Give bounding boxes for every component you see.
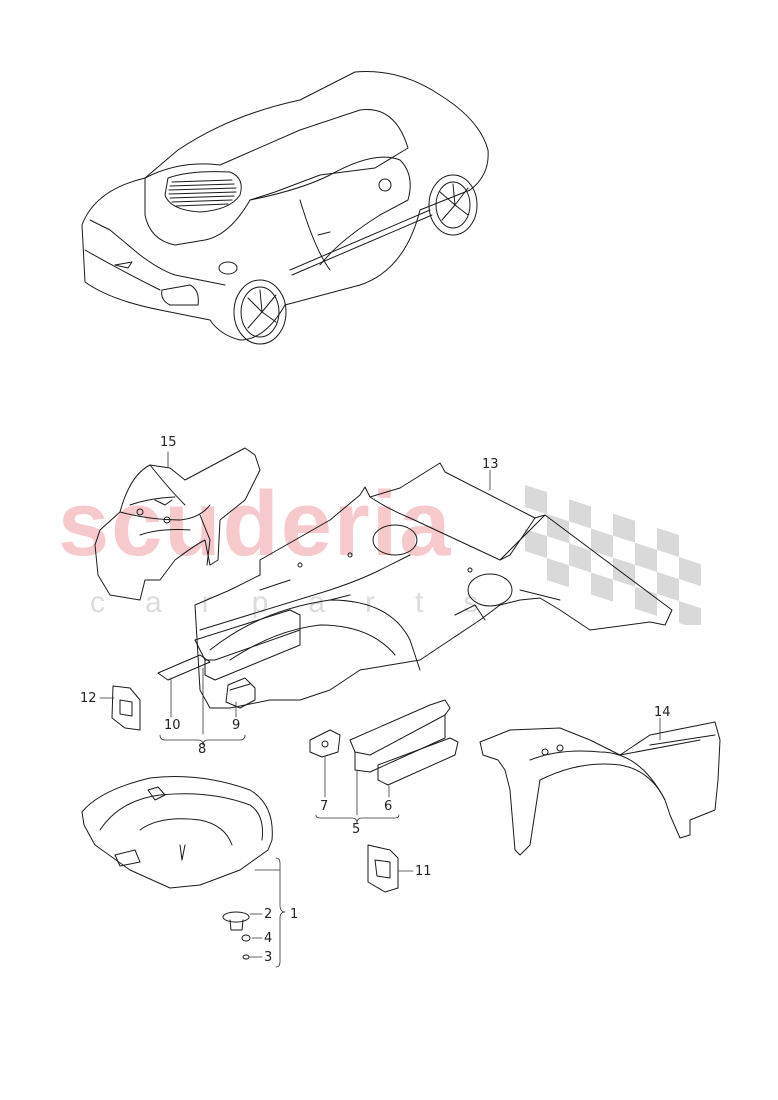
- part-14-wheel-housing-right: [479, 721, 721, 856]
- callout-9[interactable]: 9: [232, 718, 241, 733]
- part-13-floor-panel: [194, 462, 673, 709]
- callout-10[interactable]: 10: [164, 718, 181, 733]
- watermark-brand: scuderia: [58, 473, 453, 575]
- part-2-spare-wheel-holder: [222, 911, 250, 931]
- callout-12[interactable]: 12: [80, 691, 97, 706]
- part-5-longitudinal-member-right: [309, 699, 459, 786]
- callout-6[interactable]: 6: [384, 799, 393, 814]
- callout-2[interactable]: 2: [264, 907, 273, 922]
- watermark-sub: carparts: [90, 586, 519, 619]
- callout-15[interactable]: 15: [160, 435, 177, 450]
- callout-14[interactable]: 14: [654, 705, 671, 720]
- part-12-bracket-plate: [111, 685, 141, 731]
- leader-lines: [99, 451, 661, 968]
- checkered-flag-watermark: [525, 485, 701, 625]
- callout-8[interactable]: 8: [198, 742, 207, 757]
- callout-11[interactable]: 11: [415, 864, 432, 879]
- car-overview-illustration: [81, 71, 489, 345]
- part-8-longitudinal-member-left: [157, 609, 301, 709]
- callout-4[interactable]: 4: [264, 931, 273, 946]
- callout-7[interactable]: 7: [320, 799, 329, 814]
- part-1-spare-wheel-well: [81, 776, 273, 889]
- part-3-nut-small: [242, 954, 250, 960]
- callout-5[interactable]: 5: [352, 822, 361, 837]
- part-11-bracket-plate: [367, 844, 399, 893]
- part-4-nut: [241, 934, 251, 942]
- part-15-wheel-housing-left: [94, 447, 261, 601]
- callout-3[interactable]: 3: [264, 950, 273, 965]
- callout-1[interactable]: 1: [290, 907, 299, 922]
- callout-13[interactable]: 13: [482, 457, 499, 472]
